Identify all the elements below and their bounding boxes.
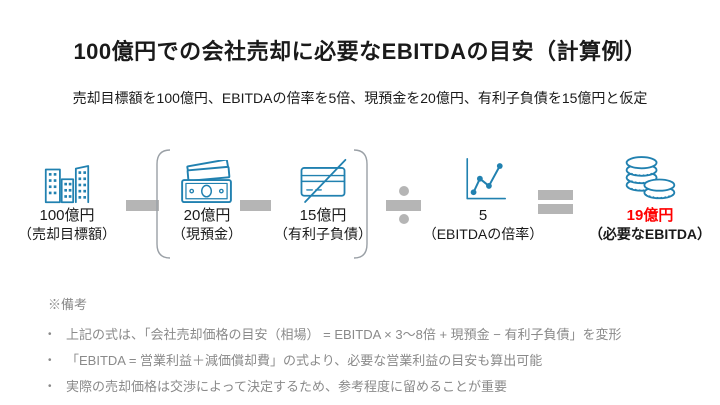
bullet-glyph: • (48, 381, 52, 392)
note-text: 「EBITDA = 営業利益＋減価償却費」の式より、必要な営業利益の目安も算出可… (66, 353, 543, 368)
banknotes-icon (147, 150, 267, 204)
formula-item-multiple: 5 （EBITDAの倍率） (418, 150, 548, 243)
formula-item-cash: 20億円 （現預金） (147, 150, 267, 243)
minus-icon (240, 200, 271, 211)
bullet-glyph: • (48, 329, 52, 340)
formula-item-result: 19億円 （必要なEBITDA） (580, 150, 720, 243)
note-item: • 「EBITDA = 営業利益＋減価償却費」の式より、必要な営業利益の目安も算… (48, 348, 688, 374)
item-value: 20億円 (183, 207, 231, 224)
minus-icon (126, 200, 159, 211)
item-value: 15億円 (299, 207, 347, 224)
left-parenthesis (154, 148, 172, 260)
item-value: 100億円 (39, 207, 95, 224)
formula-item-sale-target: 100億円 （売却目標額） (7, 150, 127, 243)
line-chart-icon (418, 150, 548, 204)
equals-icon (538, 190, 573, 214)
ebitda-formula-diagram: 100億円 （売却目標額） (7, 148, 720, 260)
note-text: 実際の売却価格は交渉によって決定するため、参考程度に留めることが重要 (66, 379, 507, 394)
notes-section: ※備考 • 上記の式は、「会社売却価格の目安（相場） = EBITDA × 3～… (48, 296, 688, 400)
note-text: 上記の式は、「会社売却価格の目安（相場） = EBITDA × 3～8倍 + 現… (66, 327, 622, 342)
coin-stack-icon (580, 150, 720, 204)
office-buildings-icon (7, 150, 127, 204)
item-label: （現預金） (172, 226, 242, 242)
notes-heading: ※備考 (48, 297, 88, 312)
note-item: • 実際の売却価格は交渉によって決定するため、参考程度に留めることが重要 (48, 374, 688, 400)
divide-icon (386, 186, 421, 224)
item-label: （売却目標額） (18, 226, 116, 242)
item-label: （有利子負債） (274, 226, 372, 242)
item-value: 5 (478, 207, 488, 224)
note-item: • 上記の式は、「会社売却価格の目安（相場） = EBITDA × 3～8倍 +… (48, 322, 688, 348)
slide-title: 100億円での会社売却に必要なEBITDAの目安（計算例） (73, 39, 647, 64)
bullet-glyph: • (48, 355, 52, 366)
credit-card-slash-icon (262, 150, 384, 204)
item-value-result: 19億円 (626, 207, 674, 224)
right-parenthesis (352, 148, 370, 260)
item-label-result: （必要なEBITDA） (588, 226, 712, 242)
slide-subtitle: 売却目標額を100億円、EBITDAの倍率を5倍、現預金を20億円、有利子負債を… (72, 90, 648, 106)
formula-item-debt: 15億円 （有利子負債） (262, 150, 384, 243)
item-label: （EBITDAの倍率） (422, 226, 544, 242)
